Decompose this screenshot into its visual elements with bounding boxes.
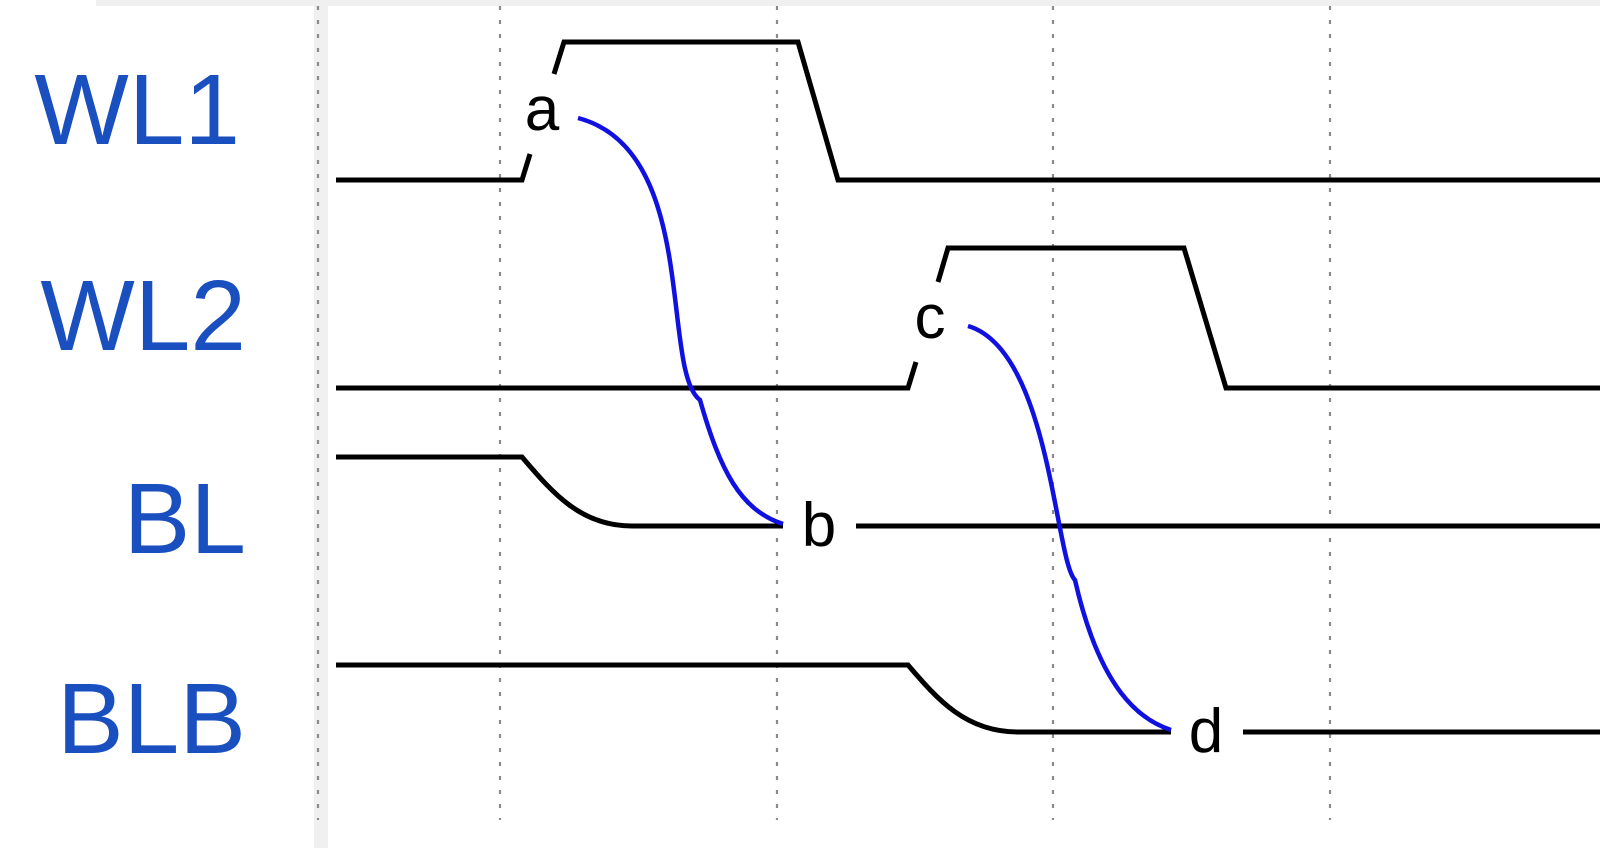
point-label-d: d [1189,697,1223,766]
label-panel-divider [314,0,328,848]
waveform-blb [336,662,1600,735]
signal-labels: WL1 WL2 BL BLB [34,54,246,775]
signal-label-blb: BLB [57,663,246,775]
signal-label-bl: BL [124,463,246,575]
signal-label-wl2: WL2 [40,260,246,372]
dependency-curve-c-to-d [967,323,1172,733]
point-labels: a b c d [525,75,1223,766]
point-label-c: c [915,283,946,352]
gridlines [316,6,1332,820]
waveform-wl1 [336,39,1600,183]
point-label-a: a [525,75,560,144]
waveforms [336,39,1600,735]
dependency-curve-a-to-b [577,115,784,527]
waveform-bl [336,454,1600,529]
waveform-wl2 [336,245,1600,391]
point-label-b: b [802,491,836,560]
dependency-arrows [577,115,1172,733]
signal-label-wl1: WL1 [34,54,240,166]
